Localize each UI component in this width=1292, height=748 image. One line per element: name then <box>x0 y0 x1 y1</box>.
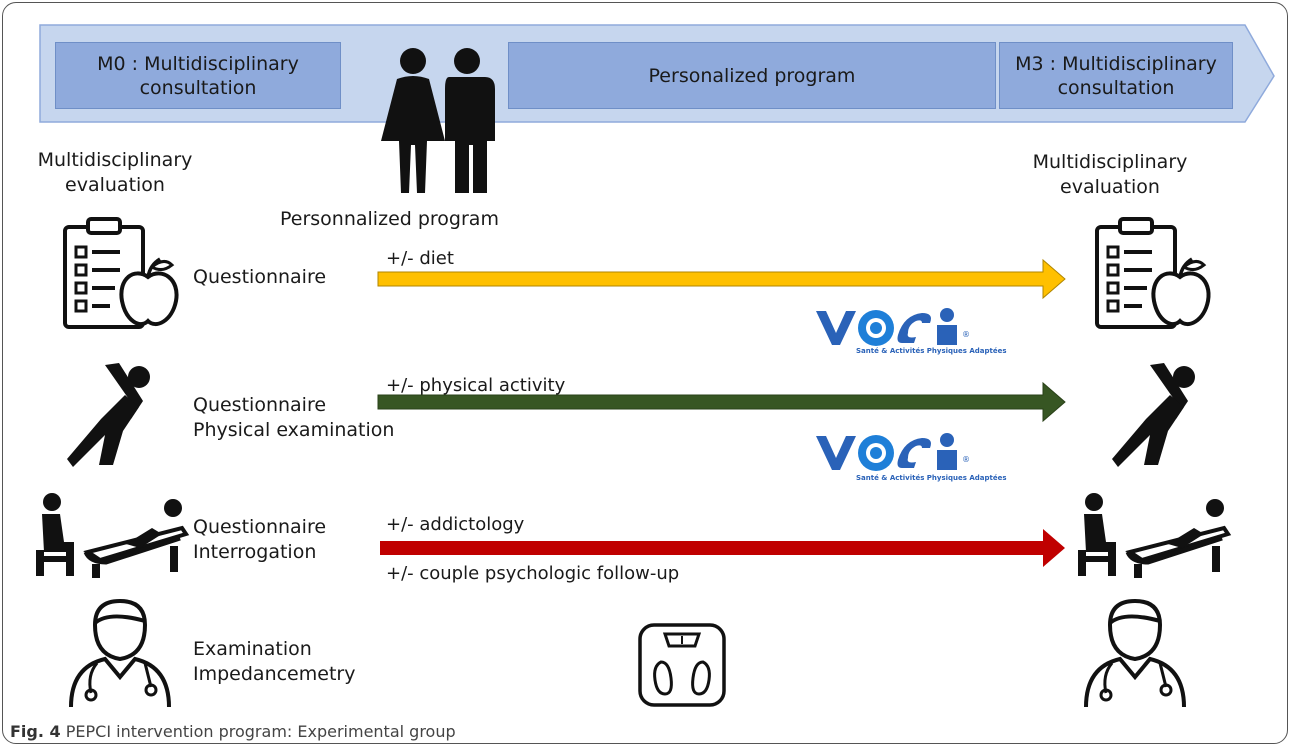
m0-consultation-box: M0 : Multidisciplinary consultation <box>55 42 341 109</box>
right-header: Multidisciplinary evaluation <box>1032 151 1188 198</box>
diet-arrow-label: +/- diet <box>386 248 454 269</box>
doctor-icon <box>69 598 171 708</box>
stretching-person-icon <box>67 363 150 467</box>
center-header: Personnalized program <box>280 208 499 230</box>
diet-arrow <box>377 258 1066 300</box>
physical-activity-arrow <box>377 381 1066 423</box>
row1-label: Questionnaire <box>193 266 327 288</box>
addictology-arrow-label: +/- addictology <box>386 514 525 535</box>
svg-text:®: ® <box>962 455 970 464</box>
left-header: Multidisciplinary evaluation <box>37 149 193 196</box>
doctor-icon <box>1084 598 1186 708</box>
vasi-subtitle: Santé & Activités Physiques Adaptées <box>856 347 1007 355</box>
psychotherapy-icon <box>1078 493 1232 578</box>
clipboard-apple-icon <box>63 217 179 329</box>
psychotherapy-icon <box>36 493 190 578</box>
vasi-logo-2: ® Santé & Activités Physiques Adaptées <box>816 433 1007 482</box>
personalized-program-box: Personalized program <box>508 42 996 109</box>
svg-text:®: ® <box>962 330 970 339</box>
clipboard-apple-icon <box>1095 217 1211 329</box>
weighing-scale-icon <box>638 623 726 707</box>
row2-label: Questionnaire Physical examination <box>193 394 395 441</box>
couple-icon <box>381 48 495 193</box>
figure-caption-text: PEPCI intervention program: Experimental… <box>65 722 456 741</box>
stretching-person-icon <box>1112 363 1195 467</box>
couple-followup-label: +/- couple psychologic follow-up <box>386 563 680 584</box>
figure-caption: Fig. 4 PEPCI intervention program: Exper… <box>10 722 456 742</box>
m3-consultation-box: M3 : Multidisciplinary consultation <box>999 42 1233 109</box>
program-arrows <box>377 258 1066 567</box>
activity-arrow-label: +/- physical activity <box>386 375 566 396</box>
addictology-arrow <box>380 529 1065 567</box>
row3-label: Questionnaire Interrogation <box>193 516 327 563</box>
figure-number: Fig. 4 <box>10 722 61 741</box>
row4-label: Examination Impedancemetry <box>193 638 356 685</box>
vasi-logo: ® Santé & Activités Physiques Adaptées <box>816 308 1007 355</box>
vasi-subtitle-2: Santé & Activités Physiques Adaptées <box>856 474 1007 482</box>
